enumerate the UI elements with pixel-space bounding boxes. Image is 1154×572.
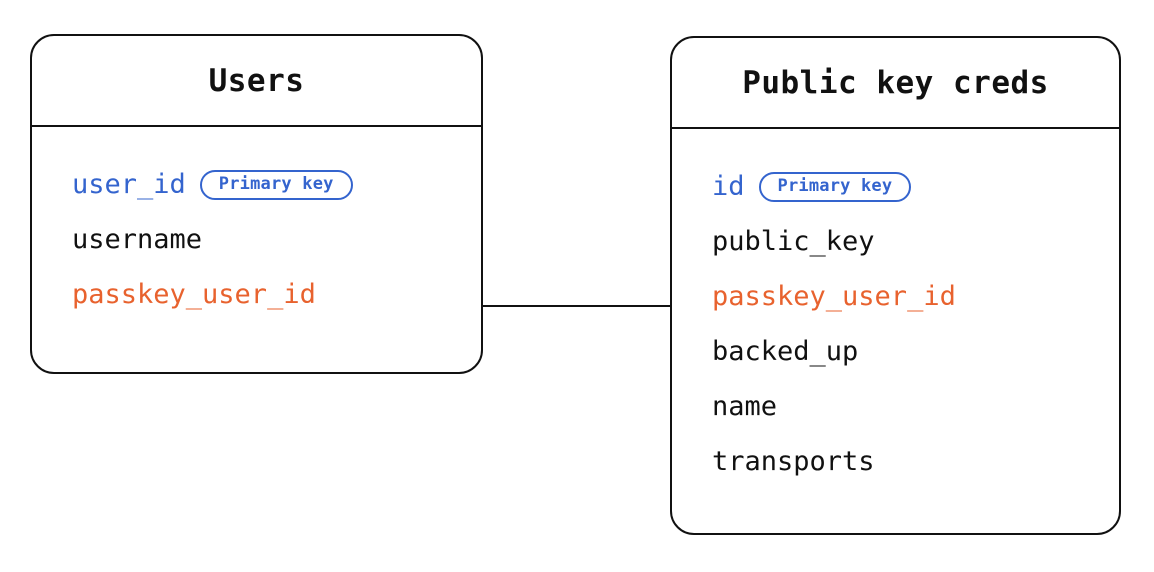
attribute-row[interactable]: passkey_user_id	[72, 267, 481, 322]
attribute-row[interactable]: id Primary key	[712, 159, 1119, 214]
attribute-name-name: name	[712, 391, 778, 422]
primary-key-badge-label: Primary key	[777, 176, 893, 196]
entity-title-users: Users	[208, 62, 305, 99]
entity-title-public-key-creds: Public key creds	[742, 64, 1049, 101]
entity-attribute-list-public-key-creds: id Primary key public_key passkey_user_i…	[672, 129, 1119, 533]
relationship-connector-line	[483, 305, 670, 307]
attribute-row[interactable]: name	[712, 379, 1119, 434]
primary-key-badge: Primary key	[199, 169, 353, 200]
attribute-name-transports: transports	[712, 446, 875, 477]
attribute-name-backed-up: backed_up	[712, 336, 859, 367]
attribute-name-passkey-user-id: passkey_user_id	[72, 279, 316, 310]
attribute-name-public-key: public_key	[712, 226, 875, 257]
attribute-name-username: username	[72, 224, 203, 255]
attribute-name-id: id	[712, 171, 745, 202]
attribute-row[interactable]: transports	[712, 434, 1119, 489]
attribute-row[interactable]: user_id Primary key	[72, 157, 481, 212]
attribute-row[interactable]: backed_up	[712, 324, 1119, 379]
primary-key-badge: Primary key	[758, 171, 912, 202]
attribute-name-passkey-user-id: passkey_user_id	[712, 281, 956, 312]
primary-key-badge-label: Primary key	[218, 174, 334, 194]
entity-header-users: Users	[32, 36, 481, 127]
entity-header-public-key-creds: Public key creds	[672, 38, 1119, 129]
entity-box-users[interactable]: Users user_id Primary key username passk…	[30, 34, 483, 374]
entity-attribute-list-users: user_id Primary key username passkey_use…	[32, 127, 481, 372]
attribute-row[interactable]: passkey_user_id	[712, 269, 1119, 324]
attribute-name-user-id: user_id	[72, 169, 186, 200]
attribute-row[interactable]: public_key	[712, 214, 1119, 269]
entity-box-public-key-creds[interactable]: Public key creds id Primary key public_k…	[670, 36, 1121, 535]
attribute-row[interactable]: username	[72, 212, 481, 267]
